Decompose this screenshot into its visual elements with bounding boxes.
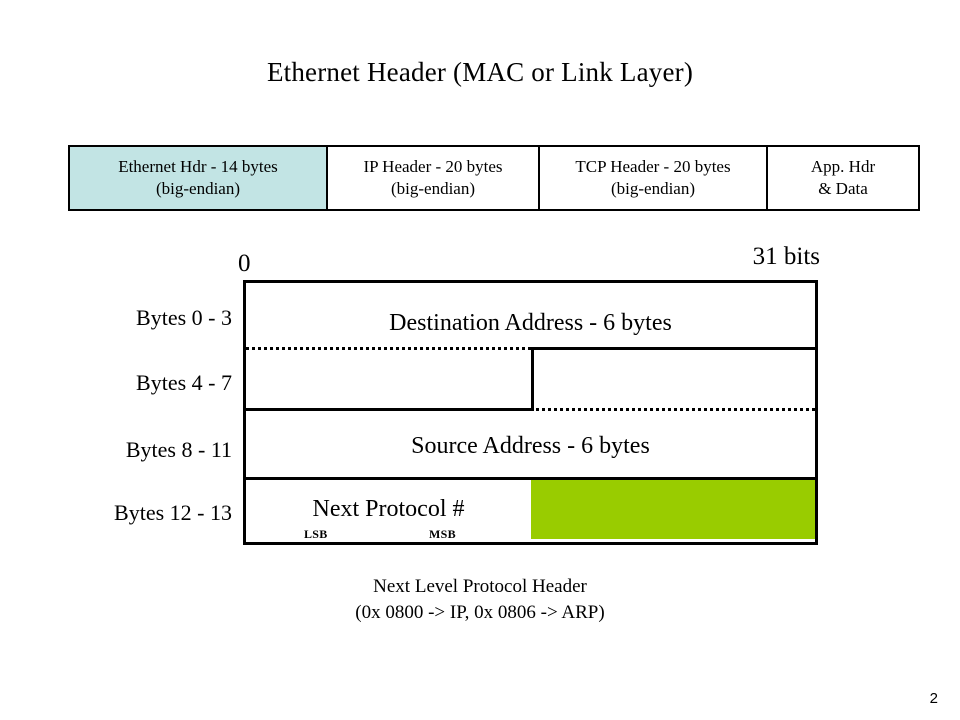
stack-cell-app: App. Hdr & Data (768, 147, 918, 209)
stack-cell-ip-line2: (big-endian) (390, 179, 476, 198)
lsb-label: LSB (304, 527, 328, 541)
page-number: 2 (929, 690, 938, 707)
protocol-stack-bar: Ethernet Hdr - 14 bytes (big-endian) IP … (68, 145, 920, 211)
bit-scale-start-label: 0 (238, 250, 251, 277)
ethernet-header-diagram: Destination Address - 6 bytes Source Add… (243, 280, 818, 545)
field-source-address: Source Address - 6 bytes (411, 433, 650, 459)
field-destination-address: Destination Address - 6 bytes (389, 310, 672, 336)
stack-cell-tcp-line1: TCP Header - 20 bytes (575, 157, 731, 176)
row-label-bytes-4-7: Bytes 4 - 7 (136, 370, 232, 395)
stack-cell-ip-line1: IP Header - 20 bytes (363, 157, 503, 176)
stack-cell-tcp: TCP Header - 20 bytes (big-endian) (540, 147, 768, 209)
divider-src-address-solid-left (246, 408, 531, 411)
diagram-caption: Next Level Protocol Header (0x 0800 -> I… (0, 574, 960, 626)
stack-cell-ip: IP Header - 20 bytes (big-endian) (328, 147, 540, 209)
caption-line-1: Next Level Protocol Header (373, 576, 587, 597)
caption-line-2: (0x 0800 -> IP, 0x 0806 -> ARP) (355, 602, 605, 623)
stack-cell-app-line1: App. Hdr (810, 157, 876, 176)
row-label-bytes-0-3: Bytes 0 - 3 (136, 305, 232, 330)
field-next-protocol: Next Protocol # (312, 496, 465, 522)
stack-cell-ethernet-line1: Ethernet Hdr - 14 bytes (118, 157, 278, 176)
divider-src-address-dotted-right (531, 408, 815, 411)
divider-dest-address-solid-right (531, 347, 815, 350)
msb-label: MSB (429, 527, 456, 541)
next-protocol-green-block (531, 480, 815, 539)
bit-scale-end-label: 31 bits (752, 243, 820, 270)
page-title: Ethernet Header (MAC or Link Layer) (266, 57, 694, 87)
stack-cell-ethernet: Ethernet Hdr - 14 bytes (big-endian) (70, 147, 328, 209)
row-label-bytes-8-11: Bytes 8 - 11 (125, 437, 232, 462)
divider-dest-address-dotted-left (246, 347, 531, 350)
stack-cell-tcp-line2: (big-endian) (610, 179, 696, 198)
divider-next-protocol (246, 477, 815, 480)
row-label-bytes-12-13: Bytes 12 - 13 (114, 500, 232, 525)
divider-address-step-vertical (531, 347, 534, 408)
stack-cell-ethernet-line2: (big-endian) (155, 179, 241, 198)
stack-cell-app-line2: & Data (818, 179, 868, 198)
